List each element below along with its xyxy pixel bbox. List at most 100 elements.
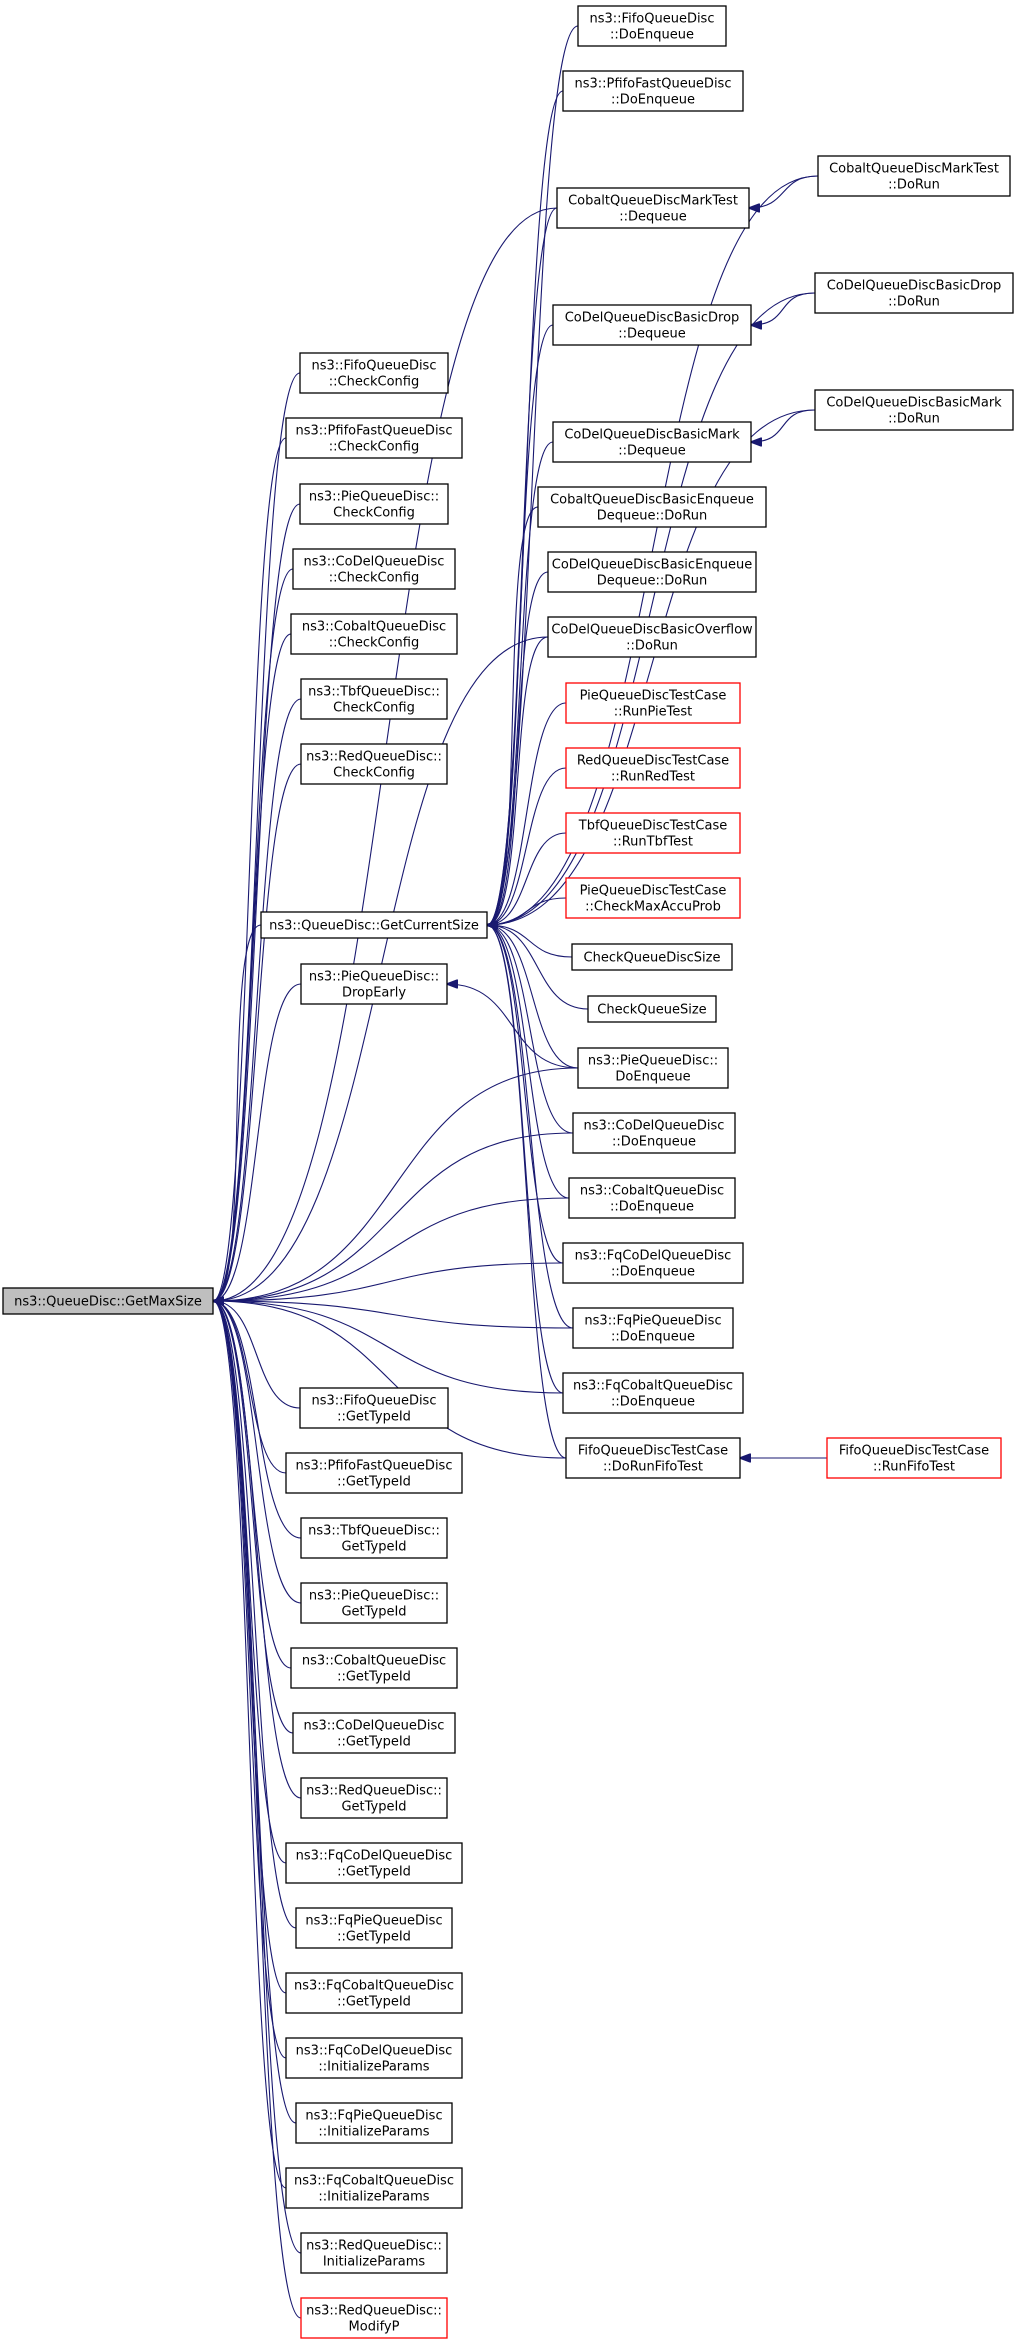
- node-pfifo_gt[interactable]: ns3::PfifoFastQueueDisc::GetTypeId: [285, 1452, 463, 1494]
- node-box[interactable]: [562, 1242, 744, 1284]
- node-pie_run[interactable]: PieQueueDiscTestCase::RunPieTest: [565, 682, 741, 724]
- node-red_gt[interactable]: ns3::RedQueueDisc::GetTypeId: [300, 1777, 448, 1819]
- node-codel_cc[interactable]: ns3::CoDelQueueDisc::CheckConfig: [292, 548, 456, 590]
- node-box[interactable]: [260, 911, 488, 939]
- node-root[interactable]: ns3::QueueDisc::GetMaxSize: [2, 1287, 214, 1315]
- node-box[interactable]: [826, 1437, 1002, 1479]
- node-box[interactable]: [565, 682, 741, 724]
- node-box[interactable]: [292, 548, 456, 590]
- node-fifo_test[interactable]: FifoQueueDiscTestCase::DoRunFifoTest: [565, 1437, 741, 1479]
- node-codeldrop_run[interactable]: CoDelQueueDiscBasicDrop::DoRun: [814, 272, 1014, 314]
- node-box[interactable]: [568, 1177, 736, 1219]
- node-tbf_run[interactable]: TbfQueueDiscTestCase::RunTbfTest: [565, 812, 741, 854]
- node-box[interactable]: [300, 963, 448, 1005]
- node-tbf_gt[interactable]: ns3::TbfQueueDisc::GetTypeId: [300, 1517, 448, 1559]
- node-box[interactable]: [295, 2102, 453, 2144]
- node-box[interactable]: [814, 272, 1014, 314]
- node-codel_de[interactable]: ns3::CoDelQueueDisc::DoEnqueue: [572, 1112, 736, 1154]
- node-box[interactable]: [299, 1387, 449, 1429]
- node-cobaltmark_dq[interactable]: CobaltQueueDiscMarkTest::Dequeue: [556, 187, 750, 229]
- node-fqcobalt_de[interactable]: ns3::FqCobaltQueueDisc::DoEnqueue: [562, 1372, 744, 1414]
- node-box[interactable]: [814, 389, 1014, 431]
- node-check_qs[interactable]: CheckQueueSize: [587, 995, 717, 1023]
- node-red_cc[interactable]: ns3::RedQueueDisc::CheckConfig: [300, 743, 448, 785]
- node-codelmark_dq[interactable]: CoDelQueueDiscBasicMark::Dequeue: [552, 421, 752, 463]
- node-box[interactable]: [285, 2167, 463, 2209]
- node-box[interactable]: [299, 352, 449, 394]
- node-box[interactable]: [285, 2037, 463, 2079]
- node-fifo_de[interactable]: ns3::FifoQueueDisc::DoEnqueue: [577, 5, 727, 47]
- node-box[interactable]: [552, 421, 752, 463]
- node-box[interactable]: [817, 155, 1011, 197]
- node-box[interactable]: [300, 743, 448, 785]
- node-fqcodel_ip[interactable]: ns3::FqCoDelQueueDisc::InitializeParams: [285, 2037, 463, 2079]
- node-box[interactable]: [292, 1712, 456, 1754]
- node-fqpie_gt[interactable]: ns3::FqPieQueueDisc::GetTypeId: [295, 1907, 453, 1949]
- node-codelmark_run[interactable]: CoDelQueueDiscBasicMark::DoRun: [814, 389, 1014, 431]
- node-box[interactable]: [285, 1452, 463, 1494]
- node-pie_de[interactable]: ns3::PieQueueDisc::DoEnqueue: [577, 1047, 729, 1089]
- node-box[interactable]: [587, 995, 717, 1023]
- node-box[interactable]: [300, 1582, 448, 1624]
- node-cobalt_gt[interactable]: ns3::CobaltQueueDisc::GetTypeId: [290, 1647, 458, 1689]
- node-cobalt_cc[interactable]: ns3::CobaltQueueDisc::CheckConfig: [290, 613, 458, 655]
- node-box[interactable]: [577, 5, 727, 47]
- node-box[interactable]: [2, 1287, 214, 1315]
- node-box[interactable]: [552, 304, 752, 346]
- node-box[interactable]: [571, 943, 733, 971]
- node-box[interactable]: [565, 747, 741, 789]
- node-box[interactable]: [285, 1842, 463, 1884]
- node-box[interactable]: [290, 613, 458, 655]
- node-red_run[interactable]: RedQueueDiscTestCase::RunRedTest: [565, 747, 741, 789]
- node-box[interactable]: [285, 1972, 463, 2014]
- node-fqcobalt_gt[interactable]: ns3::FqCobaltQueueDisc::GetTypeId: [285, 1972, 463, 2014]
- node-box[interactable]: [547, 616, 757, 658]
- node-fqcodel_gt[interactable]: ns3::FqCoDelQueueDisc::GetTypeId: [285, 1842, 463, 1884]
- node-box[interactable]: [556, 187, 750, 229]
- node-box[interactable]: [572, 1112, 736, 1154]
- node-box[interactable]: [299, 483, 449, 525]
- node-box[interactable]: [562, 70, 744, 112]
- node-codeldrop_dq[interactable]: CoDelQueueDiscBasicDrop::Dequeue: [552, 304, 752, 346]
- node-cobaltmark_run[interactable]: CobaltQueueDiscMarkTest::DoRun: [817, 155, 1011, 197]
- node-box[interactable]: [547, 551, 757, 593]
- node-box[interactable]: [577, 1047, 729, 1089]
- node-fqpie_de[interactable]: ns3::FqPieQueueDisc::DoEnqueue: [572, 1307, 734, 1349]
- node-box[interactable]: [300, 1777, 448, 1819]
- node-box[interactable]: [537, 486, 767, 528]
- node-red_ip[interactable]: ns3::RedQueueDisc::InitializeParams: [300, 2232, 448, 2274]
- node-codel_gt[interactable]: ns3::CoDelQueueDisc::GetTypeId: [292, 1712, 456, 1754]
- node-fqcodel_de[interactable]: ns3::FqCoDelQueueDisc::DoEnqueue: [562, 1242, 744, 1284]
- node-box[interactable]: [285, 417, 463, 459]
- node-pie_gt[interactable]: ns3::PieQueueDisc::GetTypeId: [300, 1582, 448, 1624]
- node-fifo_cc[interactable]: ns3::FifoQueueDisc::CheckConfig: [299, 352, 449, 394]
- node-fifo_gt[interactable]: ns3::FifoQueueDisc::GetTypeId: [299, 1387, 449, 1429]
- node-box[interactable]: [290, 1647, 458, 1689]
- node-box[interactable]: [565, 812, 741, 854]
- node-fifo_runtest[interactable]: FifoQueueDiscTestCase::RunFifoTest: [826, 1437, 1002, 1479]
- node-box[interactable]: [562, 1372, 744, 1414]
- node-box[interactable]: [300, 2297, 448, 2339]
- node-pie_drop[interactable]: ns3::PieQueueDisc::DropEarly: [300, 963, 448, 1005]
- node-fqcobalt_ip[interactable]: ns3::FqCobaltQueueDisc::InitializeParams: [285, 2167, 463, 2209]
- node-box[interactable]: [300, 678, 448, 720]
- node-cobalt_de[interactable]: ns3::CobaltQueueDisc::DoEnqueue: [568, 1177, 736, 1219]
- node-getcur[interactable]: ns3::QueueDisc::GetCurrentSize: [260, 911, 488, 939]
- node-pfifo_de[interactable]: ns3::PfifoFastQueueDisc::DoEnqueue: [562, 70, 744, 112]
- node-box[interactable]: [572, 1307, 734, 1349]
- node-codel_ovf[interactable]: CoDelQueueDiscBasicOverflow::DoRun: [547, 616, 757, 658]
- node-cobalt_enq[interactable]: CobaltQueueDiscBasicEnqueueDequeue::DoRu…: [537, 486, 767, 528]
- node-pie_max[interactable]: PieQueueDiscTestCase::CheckMaxAccuProb: [565, 877, 741, 919]
- node-box[interactable]: [565, 1437, 741, 1479]
- node-tbf_cc[interactable]: ns3::TbfQueueDisc::CheckConfig: [300, 678, 448, 720]
- node-pfifo_cc[interactable]: ns3::PfifoFastQueueDisc::CheckConfig: [285, 417, 463, 459]
- node-fqpie_ip[interactable]: ns3::FqPieQueueDisc::InitializeParams: [295, 2102, 453, 2144]
- node-box[interactable]: [295, 1907, 453, 1949]
- node-box[interactable]: [300, 1517, 448, 1559]
- node-pie_cc[interactable]: ns3::PieQueueDisc::CheckConfig: [299, 483, 449, 525]
- node-box[interactable]: [565, 877, 741, 919]
- node-box[interactable]: [300, 2232, 448, 2274]
- node-check_qds[interactable]: CheckQueueDiscSize: [571, 943, 733, 971]
- node-red_mp[interactable]: ns3::RedQueueDisc::ModifyP: [300, 2297, 448, 2339]
